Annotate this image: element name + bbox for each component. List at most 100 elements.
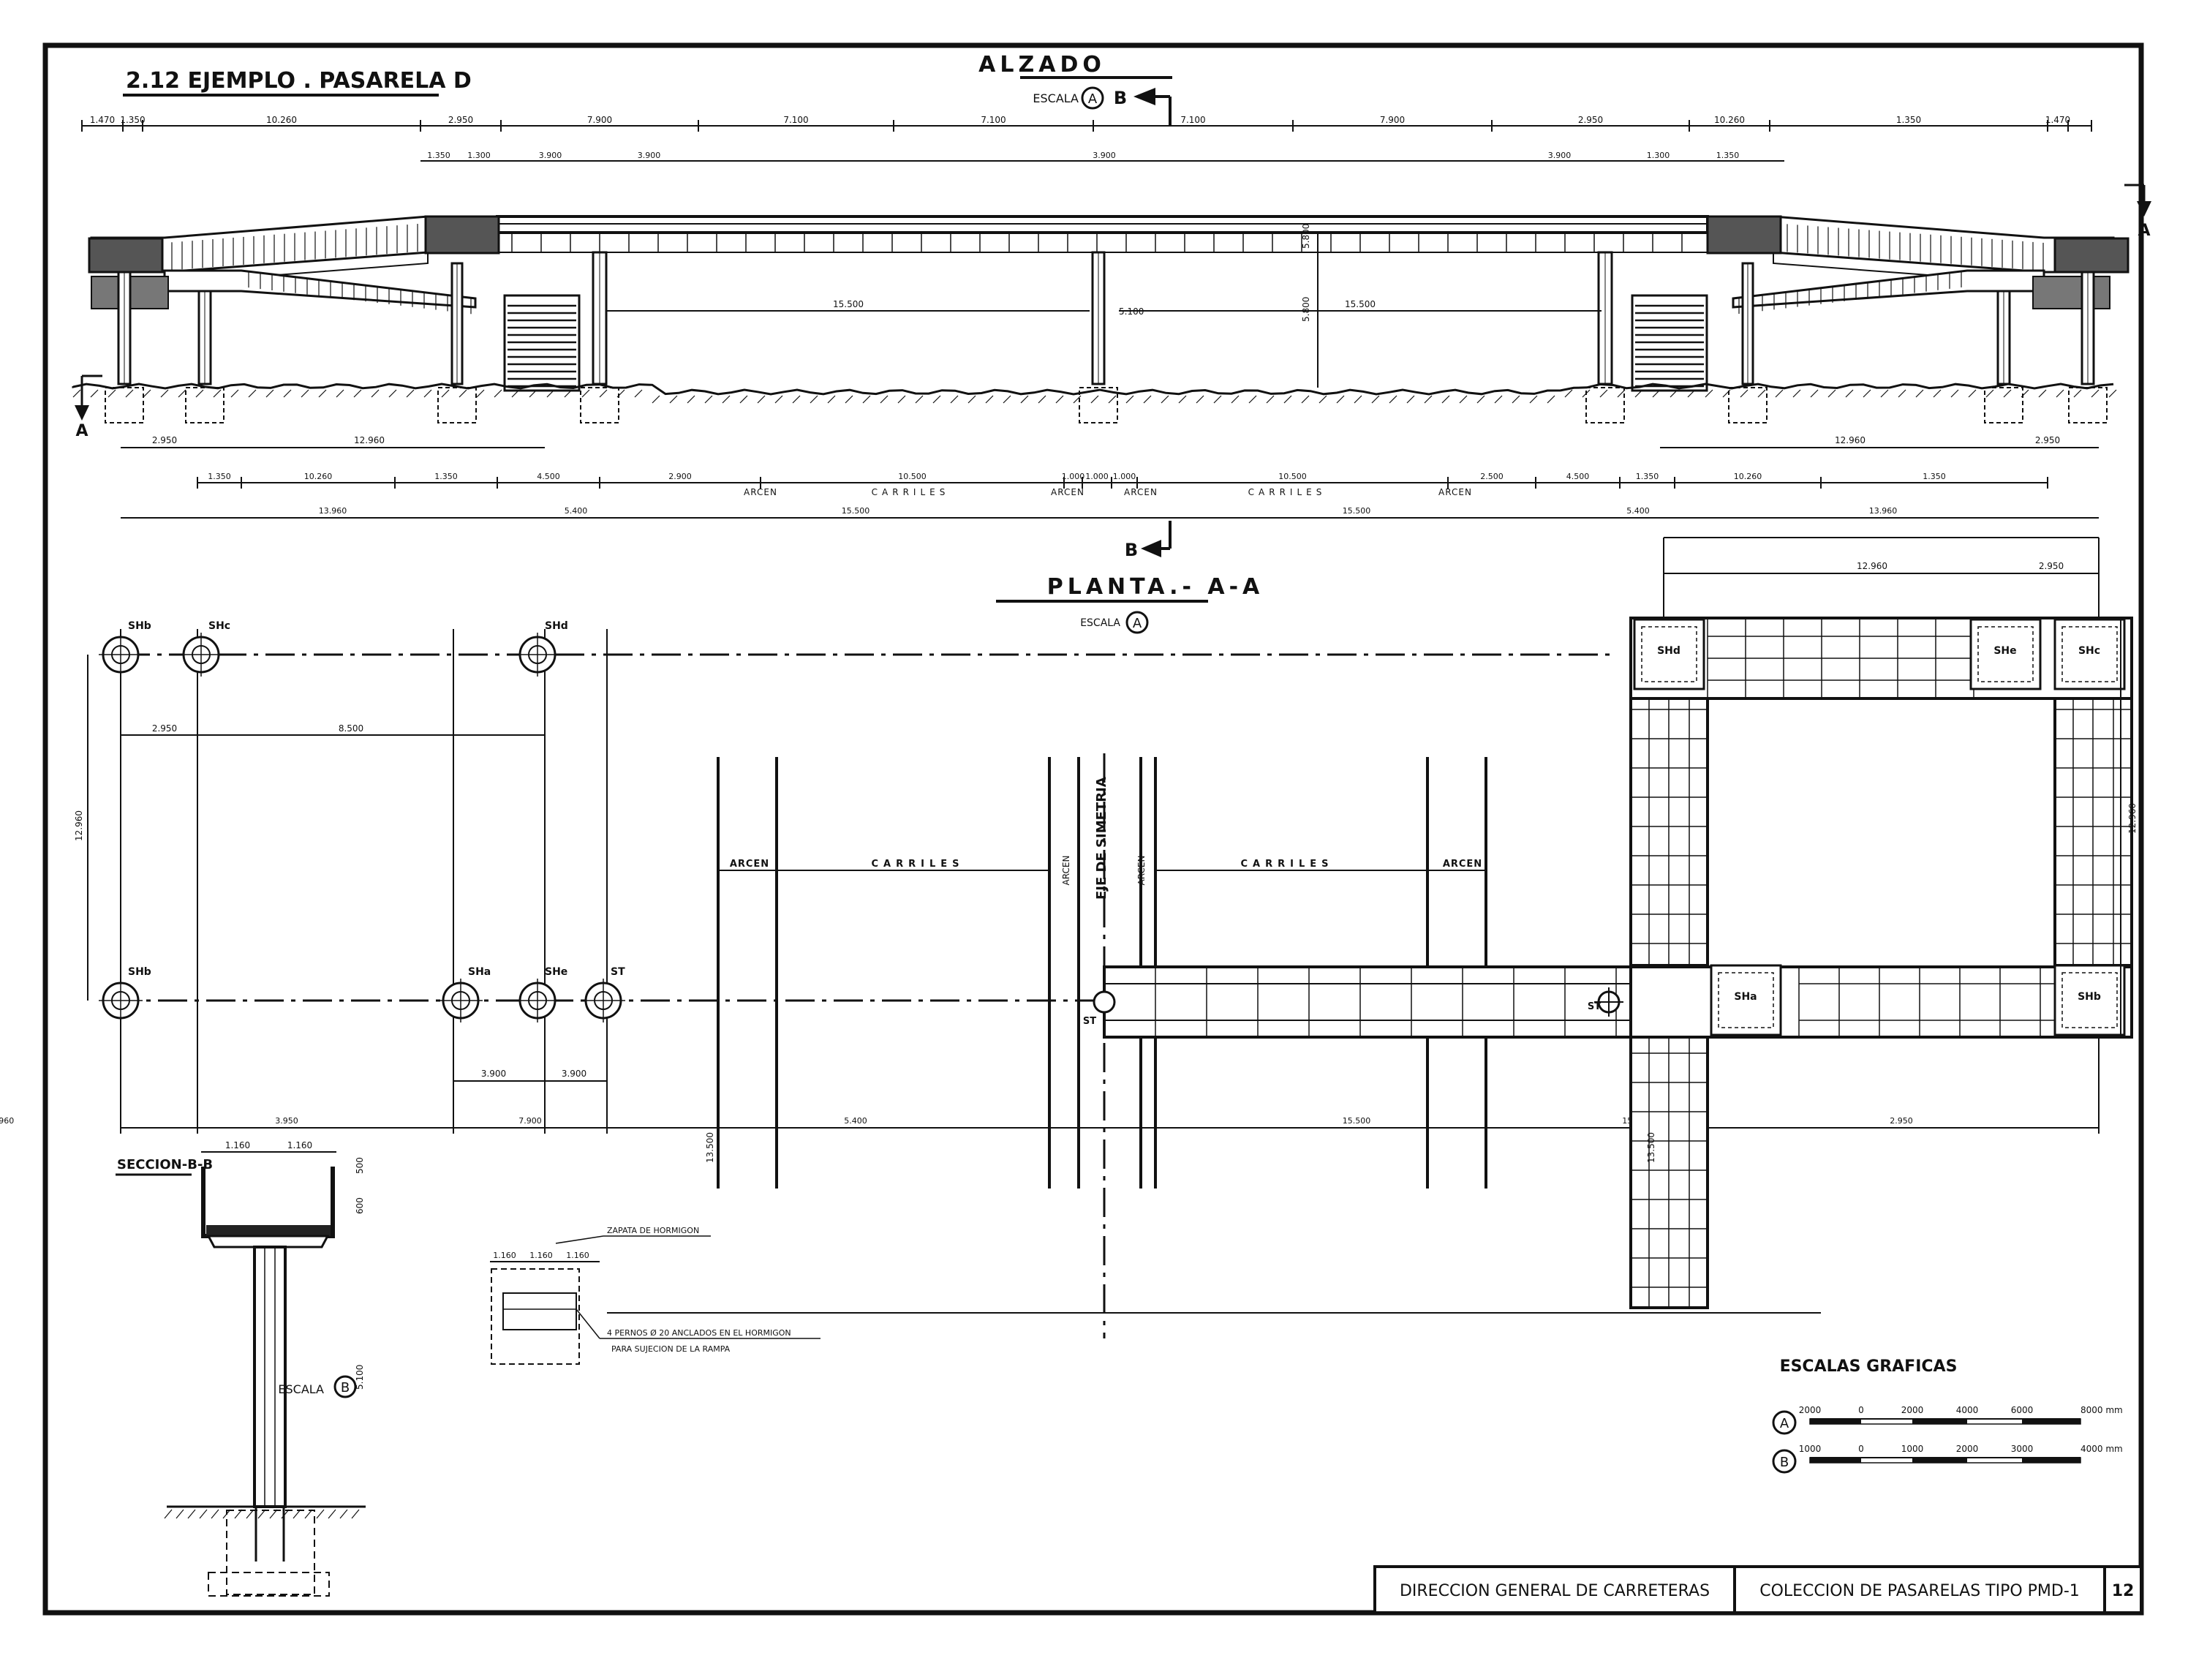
ground-hatch-stroke xyxy=(1915,389,1924,398)
ground-hatch-stroke xyxy=(2073,389,2082,398)
ground-hatch-stroke xyxy=(1529,395,1538,404)
footing-dim-a: 1.160 xyxy=(493,1251,516,1260)
section-footing xyxy=(226,1510,315,1595)
ground-hatch-stroke xyxy=(1933,389,1942,398)
title-block-frame xyxy=(1373,1565,2143,1614)
pier-footing xyxy=(1728,387,1768,423)
ground-hatch-stroke xyxy=(1319,395,1327,404)
ground-hatch-stroke xyxy=(722,395,731,404)
scale-bar-tick: 2000 xyxy=(1799,1405,1822,1415)
ground-hatch-stroke xyxy=(1441,395,1450,404)
ground-hatch xyxy=(72,389,2117,404)
pile-label: SHd xyxy=(545,620,568,632)
landing-block-label: SHc xyxy=(2078,645,2100,657)
scale-bar-tick: 3000 xyxy=(2011,1444,2034,1454)
ground-hatch-stroke xyxy=(1950,389,1959,398)
plan-dim-small-b: 3.900 xyxy=(562,1069,586,1079)
scale-bar-tick: 4000 xyxy=(1956,1405,1979,1415)
ground-hatch-stroke xyxy=(1003,395,1011,404)
ground-hatch-stroke xyxy=(1424,395,1433,404)
plan-dim-top-b: 8.500 xyxy=(339,723,363,734)
pile-label: SHe xyxy=(545,966,567,978)
top-dimension-label: 1.350 xyxy=(1896,115,1921,125)
ground-hatch-stroke xyxy=(616,389,625,398)
landing-right-end xyxy=(2053,237,2129,274)
plan-view: 12.960 2.950 2.950 8.500 12.960 3.900 3.… xyxy=(0,537,2138,1338)
plan-bottom-dimension-label: 7.900 xyxy=(518,1116,542,1126)
ground-hatch-stroke xyxy=(1283,395,1292,404)
ground-hatch-stroke xyxy=(1038,395,1046,404)
scale-bar-fill xyxy=(1912,1419,1967,1424)
sub-dimension-label: 3.900 xyxy=(539,151,562,160)
plan-bottom-dimension-label: 3.950 xyxy=(275,1116,298,1126)
section-ground-hatch-stroke xyxy=(211,1509,219,1519)
ground-hatch-stroke xyxy=(1020,395,1029,404)
plan-dim-small-a: 3.900 xyxy=(481,1069,506,1079)
scale-bar-fill xyxy=(1810,1419,1861,1424)
footing-note-1: ZAPATA DE HORMIGON xyxy=(607,1226,699,1235)
plan-st-label: ST xyxy=(1588,1001,1601,1012)
landing-block xyxy=(1710,964,1782,1036)
ground-hatch-stroke xyxy=(2056,389,2064,398)
ground-hatch-stroke xyxy=(827,395,836,404)
lower-dimension-label: 10.260 xyxy=(304,472,333,481)
section-deck-slab xyxy=(206,1225,331,1236)
graphic-scales-title: ESCALAS GRAFICAS xyxy=(1780,1357,1958,1376)
footing-leader-2 xyxy=(576,1308,600,1339)
plan-road-label: ARCEN xyxy=(1061,856,1071,886)
section-dim-e: 5.100 xyxy=(355,1365,365,1390)
section-ground-hatch-stroke xyxy=(176,1509,184,1519)
scale-bar-fill xyxy=(1810,1458,1861,1463)
title-block-org: DIRECCION GENERAL DE CARRETERAS xyxy=(1400,1582,1710,1600)
section-scale-mark: B xyxy=(341,1380,350,1395)
sub-dimension-label: 1.300 xyxy=(1647,151,1670,160)
plan-deck-panels xyxy=(1093,967,1623,1037)
lower-dimension-label: 15.500 xyxy=(1343,506,1371,516)
ground-hatch-stroke xyxy=(1582,389,1591,398)
ground-hatch-stroke xyxy=(494,389,502,398)
landing-block-inner xyxy=(1977,626,2034,682)
ground-hatch-stroke xyxy=(90,389,99,398)
ground-hatch-stroke xyxy=(739,395,748,404)
landing-left-end xyxy=(88,237,164,274)
ground-hatch-stroke xyxy=(1336,395,1345,404)
section-ground-hatch-stroke xyxy=(187,1509,196,1519)
plan-dim-vertical-d: 13.500 xyxy=(1646,1132,1656,1163)
scale-b-mark: B xyxy=(1780,1455,1789,1470)
ground-hatch-stroke xyxy=(1740,389,1748,398)
elevation-scale-label: ESCALA xyxy=(1033,91,1079,105)
pier-footing xyxy=(105,387,144,423)
footing-note-2: 4 PERNOS Ø 20 ANCLADOS EN EL HORMIGON xyxy=(607,1328,791,1338)
ground-hatch-stroke xyxy=(634,389,643,398)
right-ramp-rail-hatch xyxy=(1738,223,2044,314)
road-label: CARRILES xyxy=(1248,487,1327,497)
plan-bottom-dimension-label: 2.950 xyxy=(1890,1116,1913,1126)
ground-hatch-stroke xyxy=(1494,395,1503,404)
lower-dimension-label: 5.400 xyxy=(1626,506,1650,516)
sub-dimension-label: 3.900 xyxy=(638,151,661,160)
scale-bar-tick: 0 xyxy=(1858,1444,1864,1454)
section-dim-c: 500 xyxy=(355,1157,365,1174)
lower-dimension-label: 1.350 xyxy=(434,472,458,481)
main-deck-panels xyxy=(511,233,1683,252)
ground-hatch-stroke xyxy=(265,389,274,398)
scale-bar-tick: 2000 xyxy=(1956,1444,1979,1454)
ground-hatch-stroke xyxy=(1985,389,1994,398)
pile-label: SHa xyxy=(468,966,491,978)
ground-hatch-stroke xyxy=(1617,389,1626,398)
landing-block-inner xyxy=(1718,972,1774,1028)
footing-plate xyxy=(502,1292,577,1330)
pile-label: SHb xyxy=(128,620,151,632)
piers xyxy=(105,251,2108,423)
landing-block-label: SHd xyxy=(1657,645,1680,657)
section-title: SECCION-B-B xyxy=(117,1157,213,1172)
road-label: ARCEN xyxy=(744,487,777,497)
ground-hatch-stroke xyxy=(1161,395,1169,404)
